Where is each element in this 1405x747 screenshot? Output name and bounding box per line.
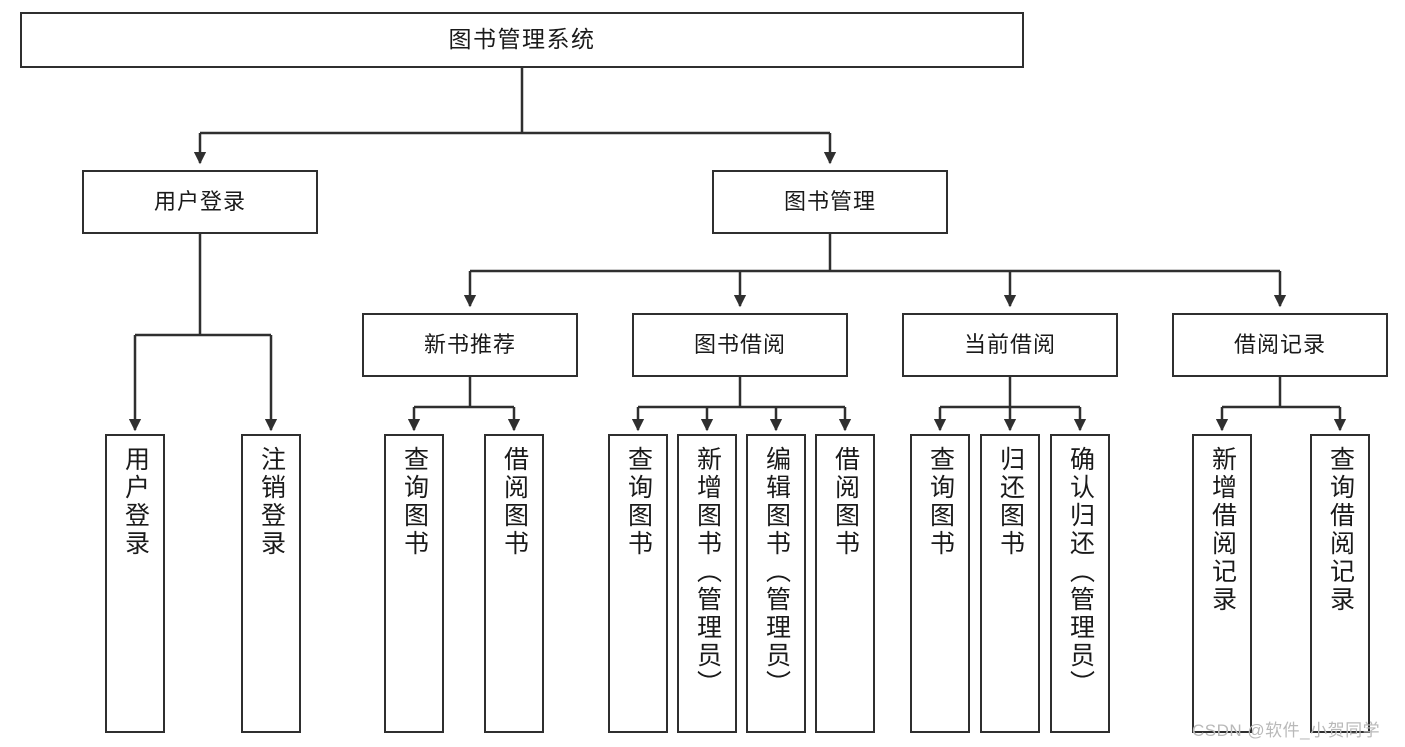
leaf-user-login[interactable]: 用户登录	[105, 434, 165, 733]
leaf-book-edit-label: 编辑图书（管理员）	[762, 446, 791, 698]
leaf-return-book[interactable]: 归还图书	[980, 434, 1040, 733]
leaf-new-book-query[interactable]: 查询图书	[384, 434, 444, 733]
leaf-book-borrow-query[interactable]: 查询图书	[608, 434, 668, 733]
leaf-logout[interactable]: 注销登录	[241, 434, 301, 733]
node-book-borrow[interactable]: 图书借阅	[632, 313, 848, 377]
node-book-management-label: 图书管理	[783, 189, 876, 215]
node-root[interactable]: 图书管理系统	[20, 12, 1024, 68]
leaf-confirm-return[interactable]: 确认归还（管理员）	[1050, 434, 1110, 733]
csdn-watermark: CSDN @软件_小贺同学	[1192, 721, 1381, 740]
leaf-book-add[interactable]: 新增图书（管理员）	[677, 434, 737, 733]
leaf-book-add-label: 新增图书（管理员）	[693, 446, 722, 698]
leaf-book-borrow-action[interactable]: 借阅图书	[815, 434, 875, 733]
node-current-borrow-label: 当前借阅	[963, 332, 1056, 358]
node-borrow-record[interactable]: 借阅记录	[1172, 313, 1388, 377]
leaf-confirm-return-label: 确认归还（管理员）	[1066, 446, 1095, 698]
node-book-borrow-label: 图书借阅	[693, 332, 786, 358]
node-user-login[interactable]: 用户登录	[82, 170, 318, 234]
leaf-book-borrow-action-label: 借阅图书	[831, 446, 860, 558]
node-book-management[interactable]: 图书管理	[712, 170, 948, 234]
leaf-return-book-label: 归还图书	[996, 446, 1025, 558]
node-new-book-recommend-label: 新书推荐	[423, 332, 516, 358]
leaf-add-borrow-record-label: 新增借阅记录	[1208, 446, 1237, 614]
leaf-book-borrow-query-label: 查询图书	[624, 446, 653, 558]
leaf-query-borrow-record-label: 查询借阅记录	[1326, 446, 1355, 614]
leaf-user-login-label: 用户登录	[121, 446, 150, 558]
node-borrow-record-label: 借阅记录	[1233, 332, 1326, 358]
leaf-current-query[interactable]: 查询图书	[910, 434, 970, 733]
leaf-current-query-label: 查询图书	[926, 446, 955, 558]
leaf-new-book-query-label: 查询图书	[400, 446, 429, 558]
leaf-logout-label: 注销登录	[257, 446, 286, 558]
leaf-query-borrow-record[interactable]: 查询借阅记录	[1310, 434, 1370, 733]
leaf-new-book-borrow-label: 借阅图书	[500, 446, 529, 558]
leaf-new-book-borrow[interactable]: 借阅图书	[484, 434, 544, 733]
node-current-borrow[interactable]: 当前借阅	[902, 313, 1118, 377]
leaf-add-borrow-record[interactable]: 新增借阅记录	[1192, 434, 1252, 733]
node-user-login-label: 用户登录	[153, 189, 246, 215]
node-new-book-recommend[interactable]: 新书推荐	[362, 313, 578, 377]
node-root-label: 图书管理系统	[448, 26, 596, 53]
leaf-book-edit[interactable]: 编辑图书（管理员）	[746, 434, 806, 733]
